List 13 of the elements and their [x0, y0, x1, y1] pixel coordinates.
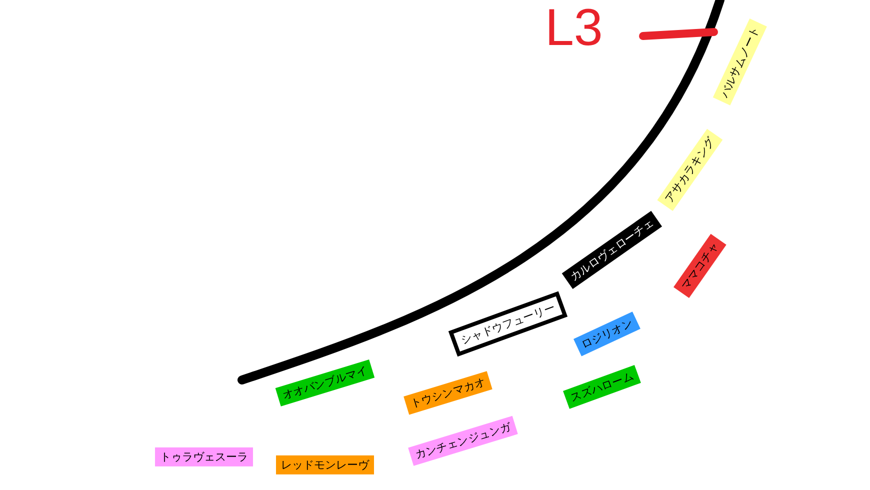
horse-position-tag: レッドモンレーヴ	[276, 455, 374, 475]
horse-position-tag: カンチェンジュンガ	[408, 416, 518, 466]
horse-position-tag: アサカラキング	[657, 128, 723, 212]
horse-position-tag: スズハローム	[563, 365, 641, 409]
horse-position-tag: トゥラヴェスーラ	[155, 447, 253, 467]
horse-position-tag: ロジリオン	[574, 312, 640, 356]
horse-position-tag: シャドウフューリー	[448, 291, 568, 357]
horse-position-tag: オオバンブルマイ	[275, 360, 375, 406]
horse-position-tag: ママコチャ	[674, 234, 726, 298]
horse-position-tag: トウシンマカオ	[404, 371, 492, 415]
horse-position-tag: バルサムノート	[712, 18, 768, 106]
section-label: L3	[545, 2, 603, 54]
horse-position-tag: カルロヴェローチェ	[562, 210, 662, 290]
